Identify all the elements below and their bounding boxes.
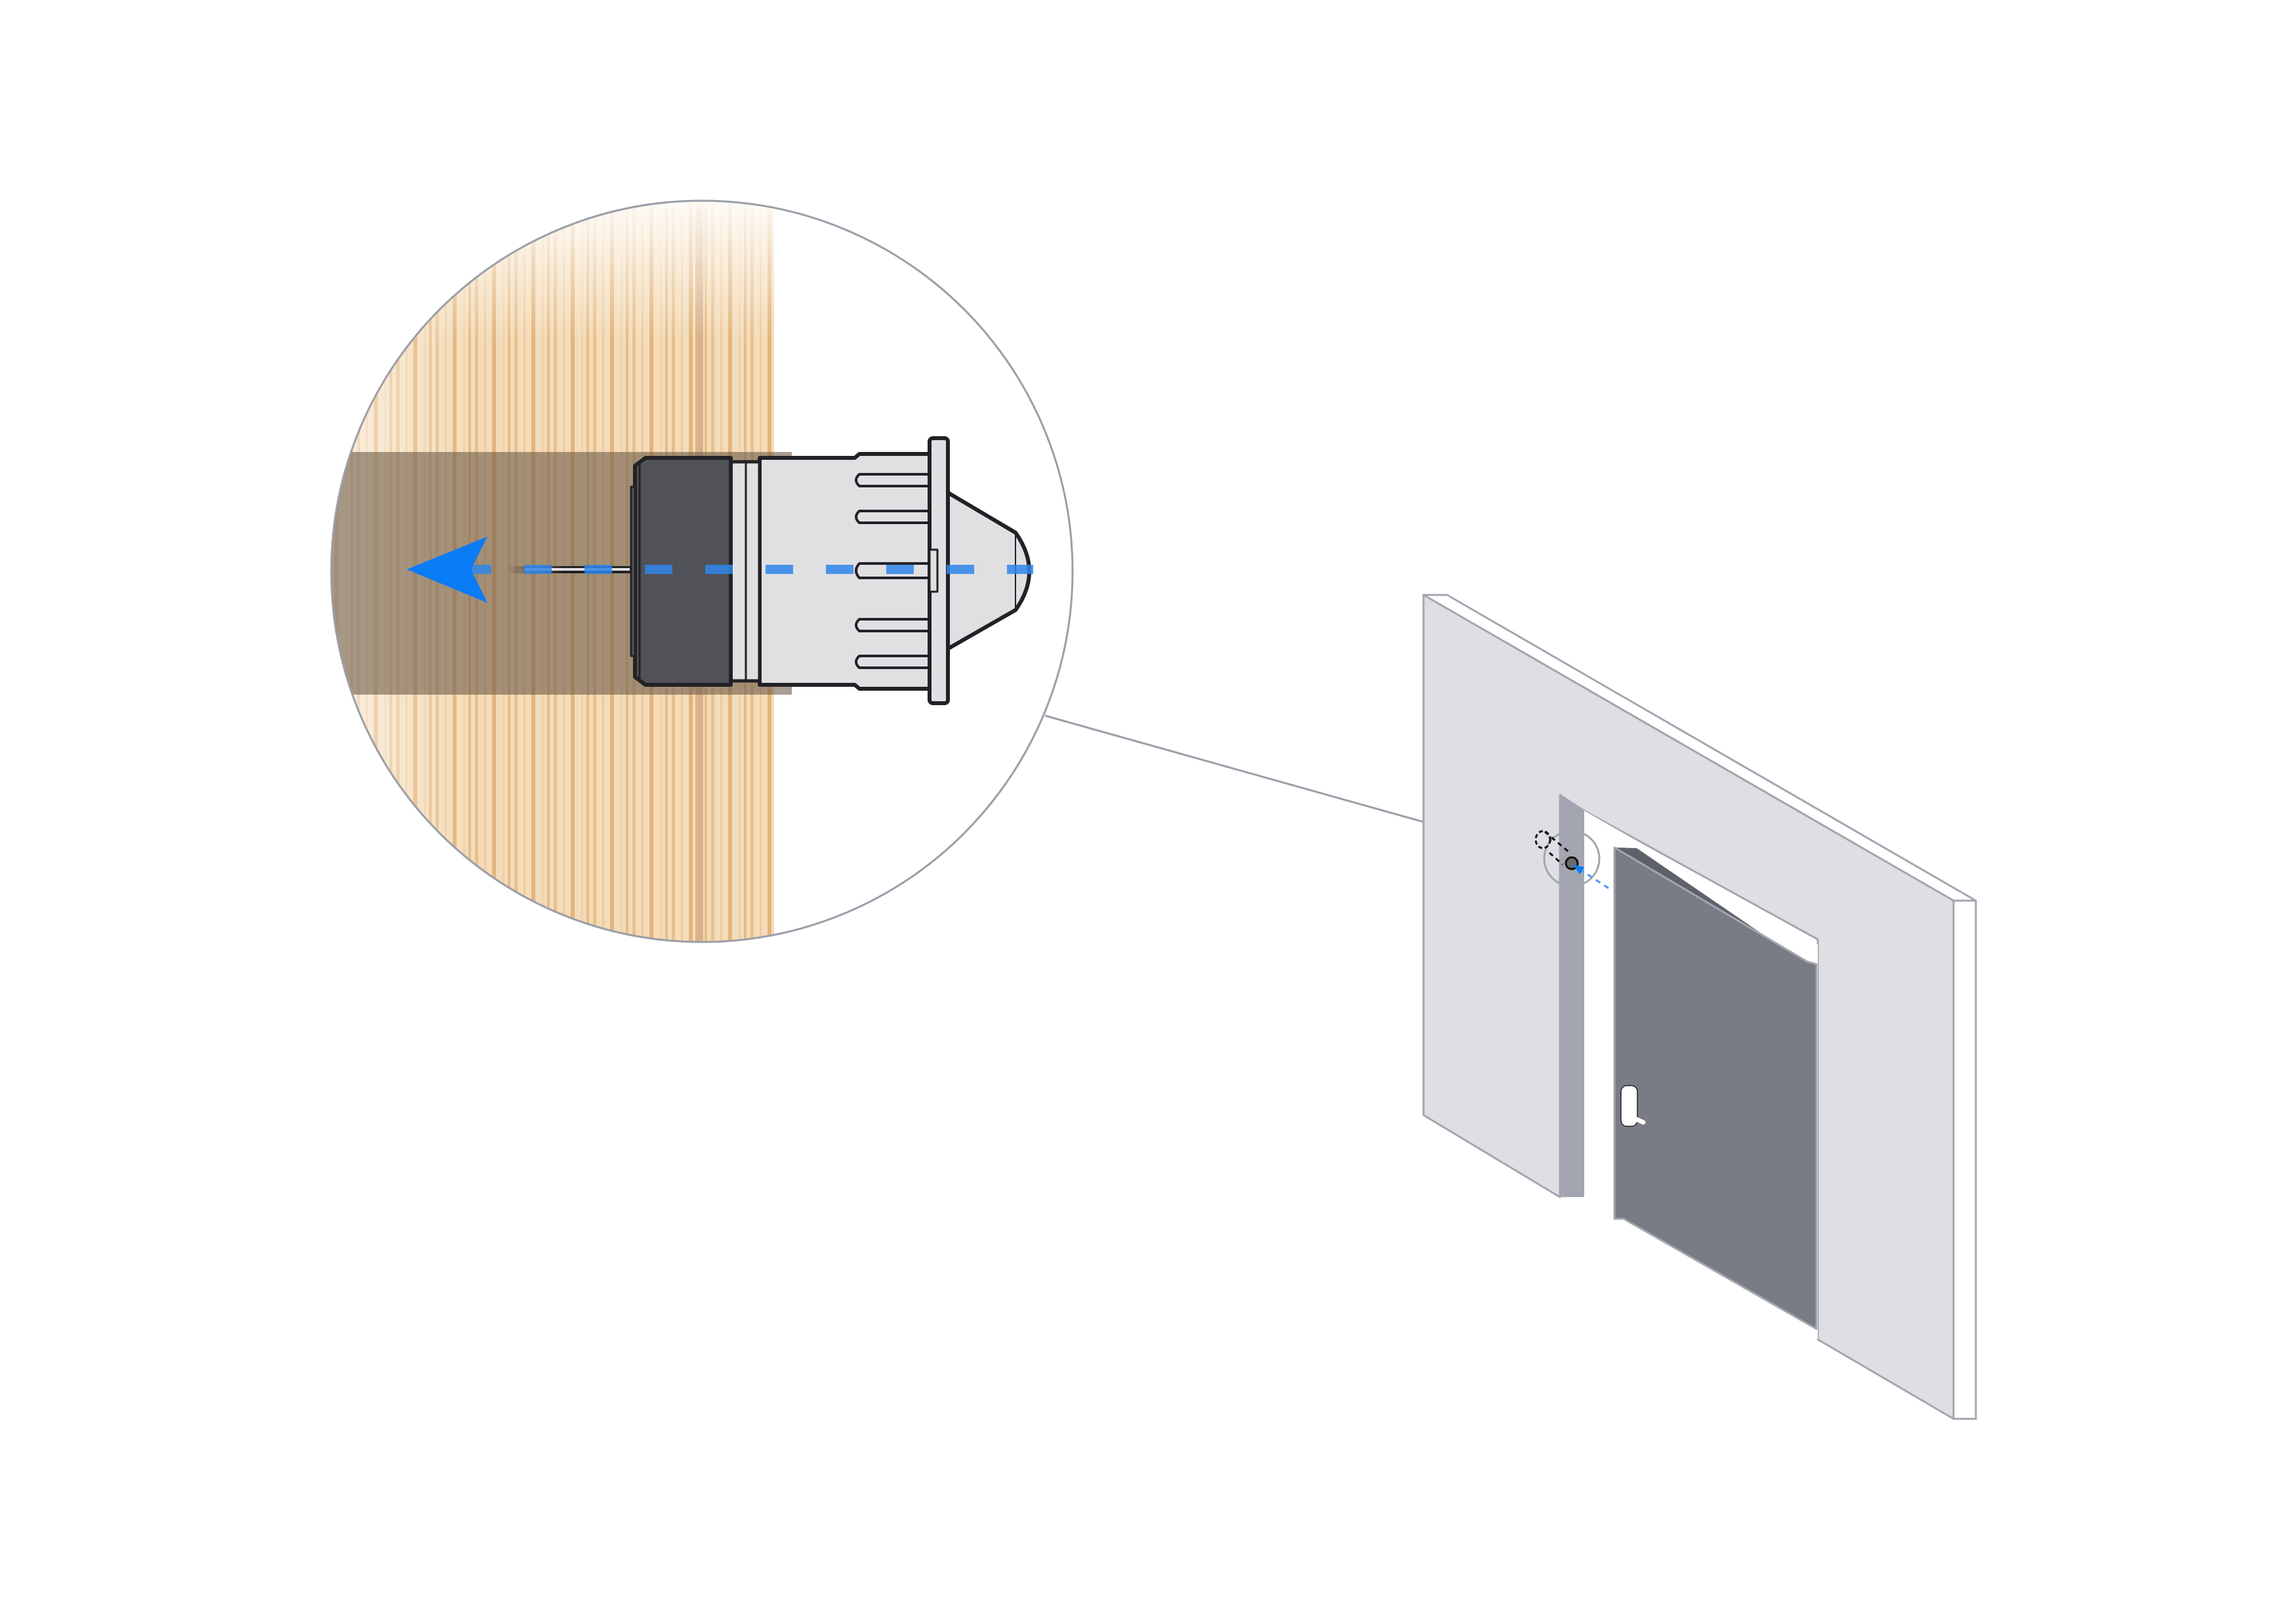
door-handle-icon xyxy=(1620,1085,1646,1127)
wall-door-scene xyxy=(1422,594,1977,1420)
wall-front xyxy=(1422,594,1955,1420)
sensor-location-marker xyxy=(1534,830,1609,889)
door xyxy=(1613,846,1818,1330)
detail-callout xyxy=(330,199,1546,943)
door-jamb xyxy=(1560,795,1584,1197)
wall-side-edge xyxy=(1952,899,1977,1420)
arrow-left-icon xyxy=(407,537,487,603)
magnifier-circle xyxy=(330,199,1074,943)
door-sensor-device xyxy=(630,436,1031,705)
drill-hole-outline xyxy=(1534,830,1551,849)
insert-arrow-icon xyxy=(1573,865,1584,874)
